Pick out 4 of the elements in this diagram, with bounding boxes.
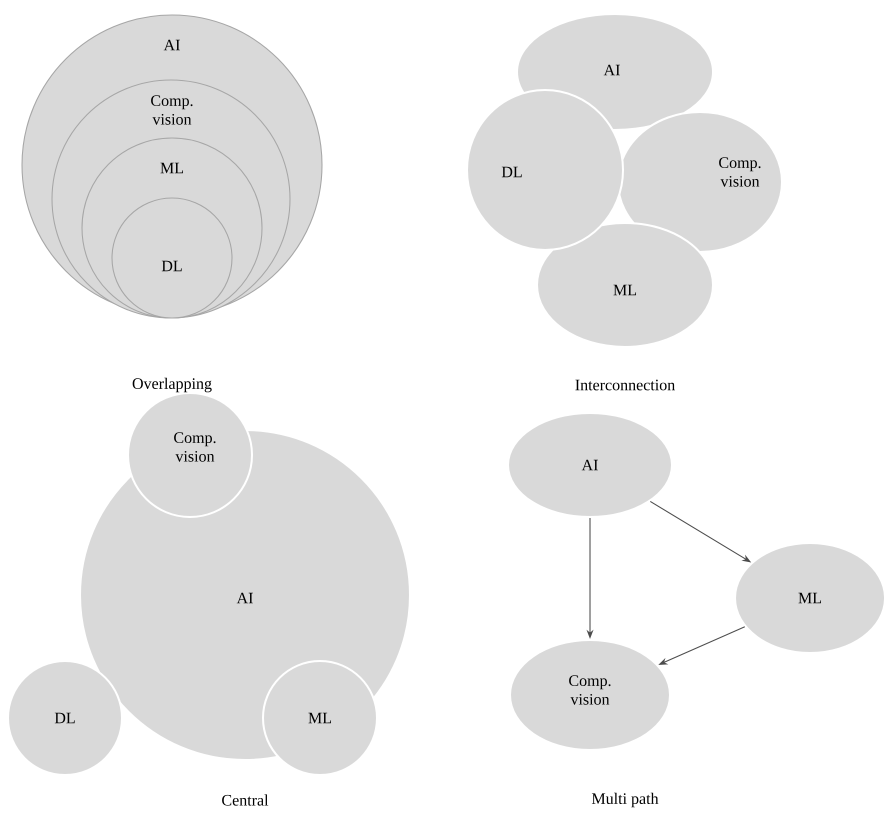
panel-caption: Interconnection	[575, 380, 675, 390]
panel-caption: Overlapping	[132, 378, 212, 392]
panel-caption: Central	[222, 794, 268, 806]
panel-caption: Multi path	[592, 792, 658, 808]
